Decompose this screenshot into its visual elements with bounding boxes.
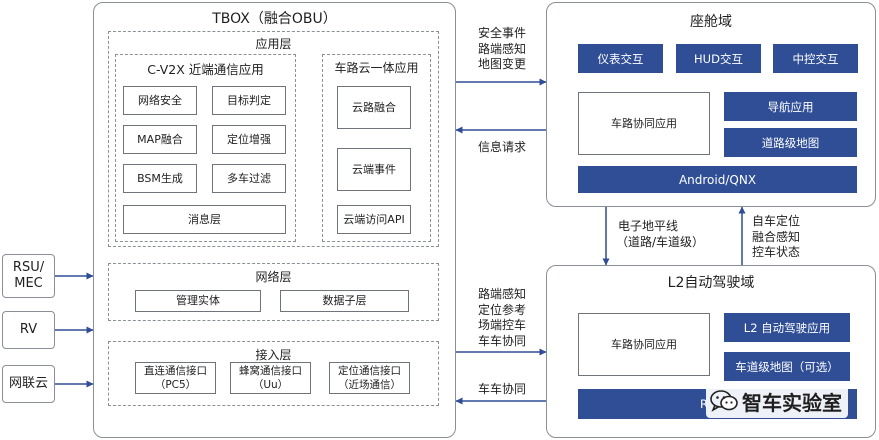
flow-adas-to-cockpit-3: 控车状态 [752, 245, 801, 259]
access-layer-title: 接入层 [255, 348, 292, 362]
cockpit-hud-interaction: HUD交互 [676, 44, 761, 73]
flow-adas-to-cockpit: 自车定位 融合感知 控车状态 [752, 214, 800, 261]
item-uu-interface: 蜂窝通信接口 （Uu） [230, 362, 311, 394]
cloud-app-title: 车路云一体应用 [334, 61, 419, 75]
item-cloud-road-fusion: 云路融合 [337, 86, 411, 129]
cockpit-center-console-interaction: 中控交互 [773, 44, 858, 73]
cv2x-group [115, 54, 296, 242]
adas-lane-map: 车道级地图（可选） [724, 352, 850, 381]
cockpit-cluster-interaction: 仪表交互 [578, 44, 663, 73]
adas-l2-app: L2 自动驾驶应用 [724, 313, 850, 342]
cv2x-title: C-V2X 近端通信应用 [147, 62, 264, 77]
wechat-icon [710, 389, 738, 413]
external-cloud: 网联云 [2, 365, 55, 403]
adas-domain-title: L2自动驾驶域 [667, 275, 755, 291]
flow-tbox-to-cockpit-1: 安全事件 [477, 26, 526, 40]
item-cloud-api: 云端访问API [337, 205, 411, 234]
flow-cockpit-to-tbox: 信息请求 [477, 140, 526, 154]
flow-adas-to-cockpit-2: 融合感知 [752, 229, 801, 244]
access-layer [108, 341, 439, 406]
item-multi-vehicle-filter: 多车过滤 [212, 164, 286, 193]
flow-tbox-to-adas-1: 路端感知 [477, 287, 526, 301]
tbox-title: TBOX（融合OBU） [212, 11, 337, 27]
flow-cockpit-to-adas-1: 电子地平线 [618, 219, 679, 233]
flow-tbox-to-adas: 路端感知 定位参考 场端控车 车车协同 [472, 287, 532, 349]
item-cloud-events: 云端事件 [337, 148, 411, 191]
external-rv: RV [2, 311, 55, 349]
item-positioning-enhance: 定位增强 [212, 125, 286, 154]
watermark: 智车实验室 [706, 384, 848, 418]
cockpit-road-level-map: 道路级地图 [724, 128, 857, 157]
uu-line1: 蜂窝通信接口 [239, 365, 302, 377]
flow-tbox-to-adas-2: 定位参考 [477, 302, 526, 317]
uu-line2: （Uu） [252, 379, 289, 391]
flow-cockpit-to-adas: 电子地平线 （道路/车道级） [616, 219, 704, 250]
item-data-sublayer: 数据子层 [280, 290, 409, 312]
adas-os-bar-text: R [700, 397, 708, 411]
flow-tbox-to-cockpit: 安全事件 路端感知 地图变更 [472, 26, 532, 73]
positioning-line1: 定位通信接口 [338, 365, 401, 377]
network-layer [108, 263, 439, 321]
flow-adas-to-cockpit-1: 自车定位 [752, 214, 801, 228]
flow-cockpit-to-adas-2: （道路/车道级） [616, 234, 705, 249]
flow-tbox-to-adas-3: 场端控车 [477, 318, 526, 332]
cockpit-os-bar: Android/QNX [578, 166, 857, 193]
flow-tbox-to-cockpit-3: 地图变更 [477, 57, 526, 71]
positioning-line2: （近场通信） [338, 379, 401, 391]
app-layer [108, 31, 439, 247]
external-rv-label: RV [19, 322, 38, 337]
cloud-app-group [322, 54, 431, 242]
external-rsu-line2: MEC [14, 276, 43, 291]
item-target-judgement: 目标判定 [212, 86, 286, 115]
pc5-line1: 直连通信接口 [144, 365, 207, 377]
message-layer: 消息层 [123, 205, 286, 234]
item-map-fusion: MAP融合 [123, 125, 197, 154]
item-pc5-interface: 直连通信接口 （PC5） [135, 362, 216, 394]
cockpit-domain-title: 座舱域 [690, 14, 732, 30]
cockpit-v2x-app: 车路协同应用 [578, 92, 710, 155]
network-layer-title: 网络层 [255, 270, 292, 284]
pc5-line2: （PC5） [154, 379, 197, 391]
app-layer-title: 应用层 [255, 37, 292, 51]
adas-v2x-app: 车路协同应用 [578, 313, 710, 376]
flow-adas-to-tbox: 车车协同 [477, 382, 526, 396]
external-rsu-line1: RSU/ [12, 260, 45, 275]
external-cloud-label: 网联云 [8, 376, 48, 391]
external-rsu-mec: RSU/ MEC [2, 254, 55, 298]
item-management-entity: 管理实体 [135, 290, 261, 312]
item-bsm-generation: BSM生成 [123, 164, 197, 193]
item-network-security: 网络安全 [123, 86, 197, 115]
item-positioning-interface: 定位通信接口 （近场通信） [329, 362, 410, 394]
watermark-text: 智车实验室 [742, 390, 842, 415]
cockpit-navigation-app: 导航应用 [724, 92, 857, 121]
flow-tbox-to-cockpit-2: 路端感知 [477, 41, 526, 56]
flow-tbox-to-adas-4: 车车协同 [477, 333, 526, 348]
